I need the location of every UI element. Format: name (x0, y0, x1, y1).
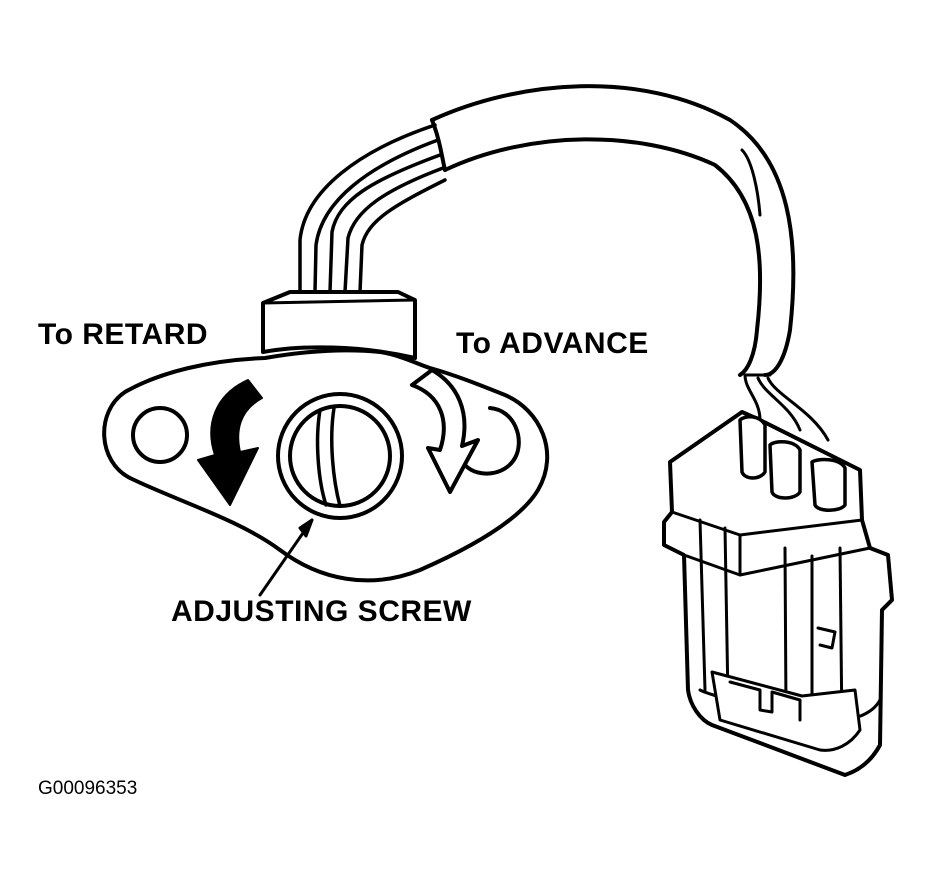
retard-label: To RETARD (38, 318, 209, 351)
adjusting-screw-label: ADJUSTING SCREW (171, 595, 472, 628)
retard-arrow-icon (197, 379, 263, 506)
advance-label: To ADVANCE (456, 327, 649, 360)
harness-sheath (430, 84, 796, 377)
mount-hole-right (464, 406, 521, 476)
advance-arrow-icon (410, 368, 480, 494)
mount-hole-left (131, 406, 189, 464)
adjusting-screw (276, 392, 404, 520)
sensor-wires (298, 123, 447, 294)
electrical-connector (662, 410, 894, 777)
figure-id: G00096353 (38, 778, 138, 799)
screw-pointer (258, 518, 314, 597)
connector-wires (743, 373, 830, 442)
sensor-connector-block (261, 290, 417, 360)
